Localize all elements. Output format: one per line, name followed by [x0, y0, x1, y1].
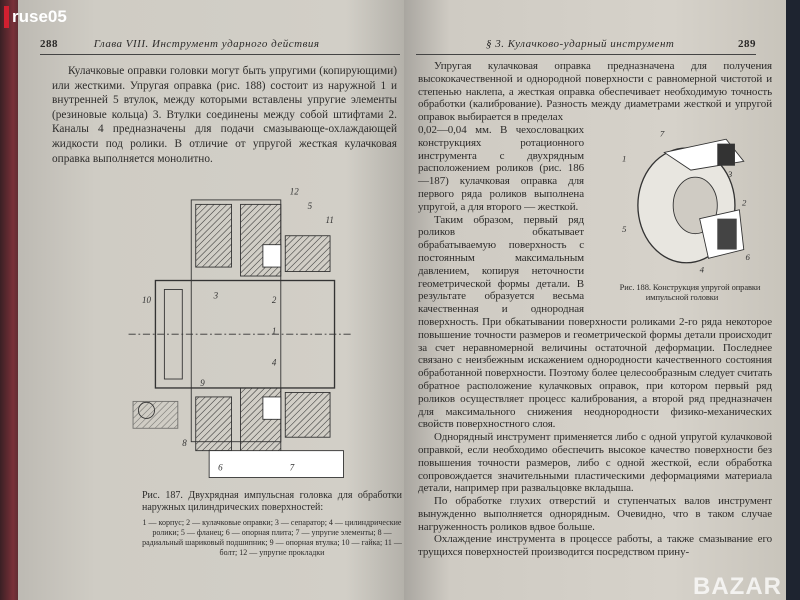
page-number: 289 — [738, 38, 756, 50]
figure-label: 3 — [213, 290, 219, 300]
figure-label: 1 — [272, 326, 276, 336]
page-number: 288 — [40, 38, 58, 50]
body-paragraph: 0,02—0,04 мм. В чехословацких конструкци… — [418, 123, 584, 213]
watermark: BAZAR — [693, 573, 782, 600]
figure-label: 9 — [200, 378, 205, 388]
site-logo: ruse05 — [4, 6, 67, 28]
figure-label: 4 — [272, 358, 277, 368]
right-page: § 3. Кулачково-ударный инструмент 289 Упр… — [404, 0, 786, 600]
figure-187-drawing: 12 5 11 10 3 2 1 4 9 8 7 6 — [128, 187, 353, 478]
body-paragraph: Таким образом, первый ряд роликов обкаты… — [418, 213, 772, 431]
running-head: 288 Глава VIII. Инструмент ударного дейс… — [40, 38, 400, 55]
figure-label: 7 — [660, 129, 665, 139]
body-paragraph: По обработке глухих отверстий и ступенча… — [418, 495, 772, 533]
figure-label: 4 — [700, 264, 705, 274]
text-flow: Упругая кулачковая оправка предназначена… — [418, 60, 772, 559]
figure-label: 5 — [308, 201, 313, 211]
figure-188-drawing: 7 3 1 2 5 4 6 — [622, 129, 751, 275]
body-paragraph: Охлаждение инструмента в процессе работы… — [418, 533, 772, 559]
book-cover-edge — [0, 0, 22, 600]
figure-label: 1 — [622, 153, 626, 163]
body-paragraph: Однорядный инструмент применяется либо с… — [418, 431, 772, 495]
figure-label: 2 — [742, 197, 747, 207]
left-page: 288 Глава VIII. Инструмент ударного дейс… — [18, 0, 404, 600]
figure-label: 2 — [272, 295, 277, 305]
body-paragraph: Упругая кулачковая оправка предназначена… — [418, 60, 772, 124]
logo-text: ruse05 — [12, 7, 67, 26]
figure-label: 12 — [290, 187, 299, 197]
figure-label: 10 — [142, 295, 151, 305]
figure-label: 8 — [182, 438, 187, 448]
figure-label: 11 — [326, 215, 334, 225]
figure-label: 6 — [218, 462, 223, 472]
running-head-text: Глава VIII. Инструмент ударного действия — [93, 38, 320, 50]
logo-bar — [4, 6, 9, 28]
book-cover-edge-right — [786, 0, 800, 600]
figure-label: 7 — [290, 462, 295, 472]
figure-label: 6 — [746, 252, 751, 262]
figure-caption: Рис. 187. Двухрядная импульсная головка … — [142, 490, 402, 513]
figure-legend: 1 — корпус; 2 — кулачковые оправки; 3 — … — [142, 518, 402, 557]
running-head: § 3. Кулачково-ударный инструмент 289 — [416, 38, 756, 55]
figure-188: 7 3 1 2 5 4 6 Рис. 188. Конструкция упру… — [592, 126, 772, 302]
body-paragraph: Кулачковые оправки головки могут быть уп… — [52, 65, 397, 165]
running-head-text: § 3. Кулачково-ударный инструмент — [486, 38, 675, 50]
figure-caption: Рис. 188. Конструкция упругой оправки им… — [619, 281, 761, 302]
figure-label: 3 — [727, 169, 733, 179]
figure-label: 5 — [622, 224, 627, 234]
